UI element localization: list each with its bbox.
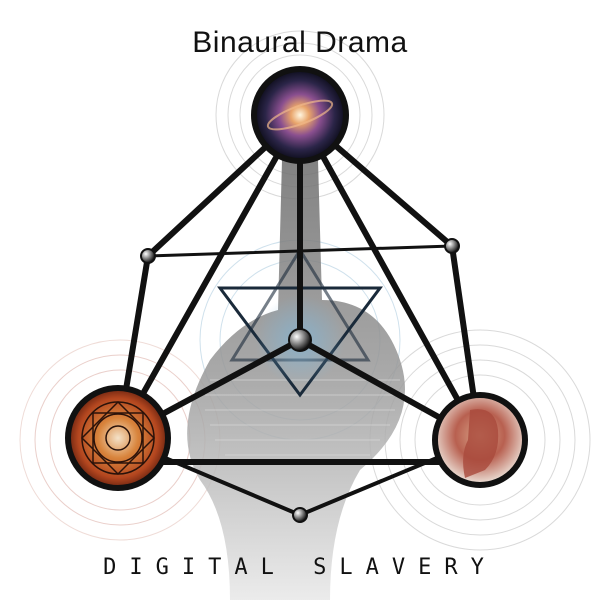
anatomy-orb xyxy=(432,392,528,488)
center-node xyxy=(288,328,312,352)
mandala-orb xyxy=(65,385,171,491)
bottom-node xyxy=(292,507,308,523)
right-node xyxy=(444,238,460,254)
artist-name: Binaural Drama xyxy=(192,26,408,59)
left-node xyxy=(140,248,156,264)
galaxy-orb xyxy=(251,66,349,164)
album-title: Digital Slavery xyxy=(103,555,497,580)
